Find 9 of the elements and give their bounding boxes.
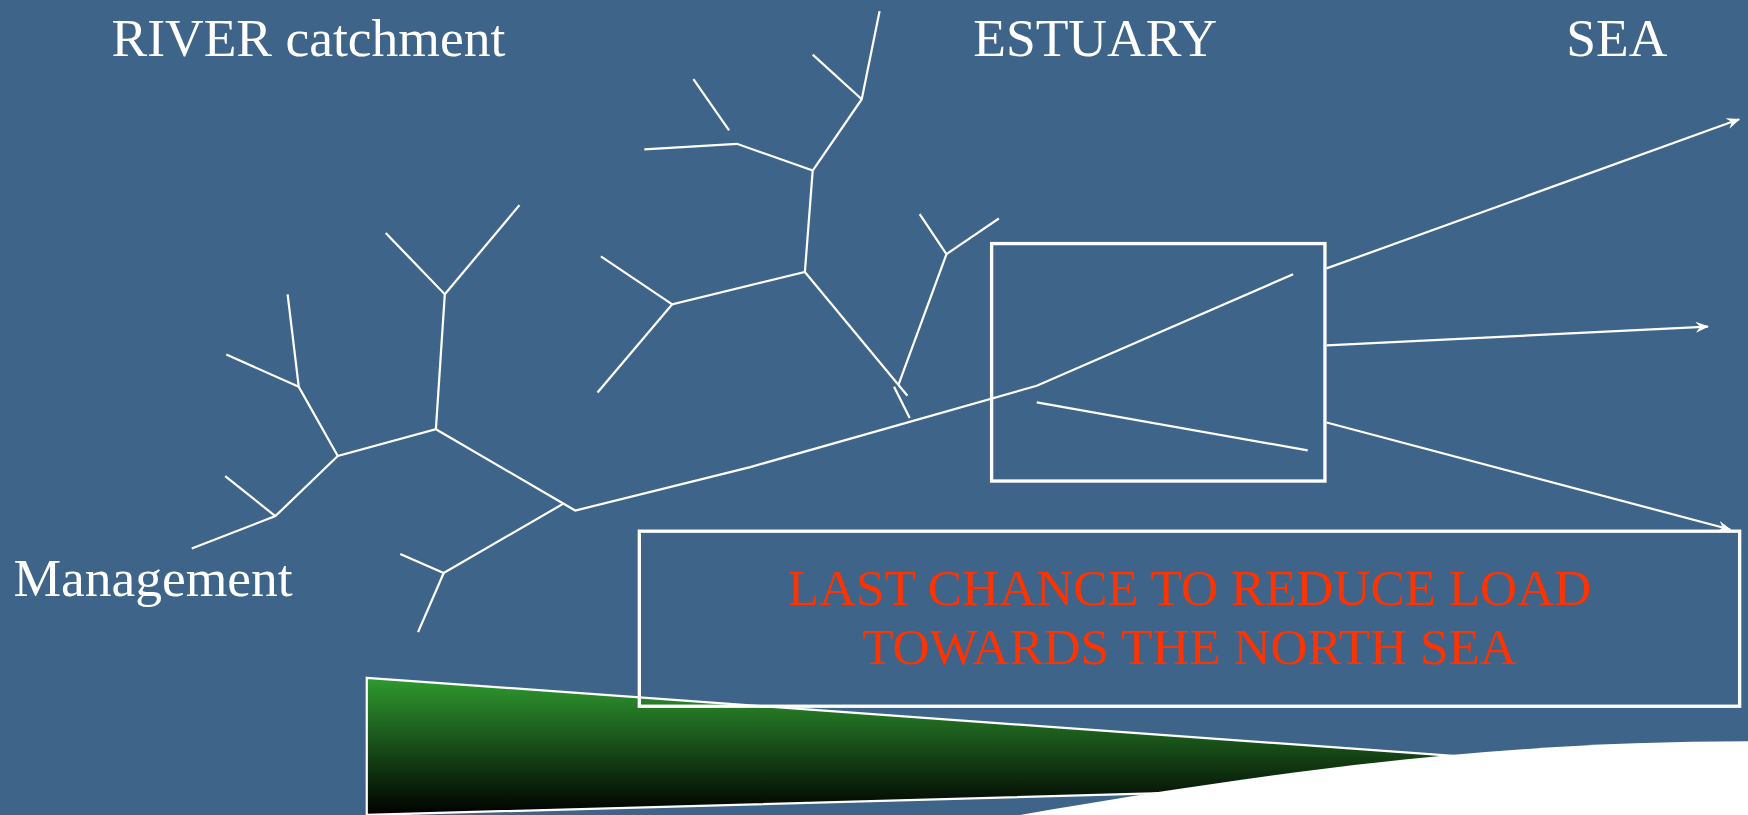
arrow bbox=[1326, 321, 1709, 347]
axis-label: Management bbox=[13, 551, 293, 606]
arrow bbox=[1326, 421, 1732, 532]
arrow bbox=[1326, 118, 1741, 270]
callout-box: LAST CHANCE TO REDUCE LOAD TOWARDS THE NORTH SEA bbox=[637, 529, 1742, 708]
estuary-box bbox=[989, 241, 1327, 483]
heading-text: ESTUARY bbox=[973, 11, 1218, 65]
heading-text: SEA bbox=[1566, 11, 1668, 65]
heading-text: RIVER catchment bbox=[111, 11, 506, 65]
